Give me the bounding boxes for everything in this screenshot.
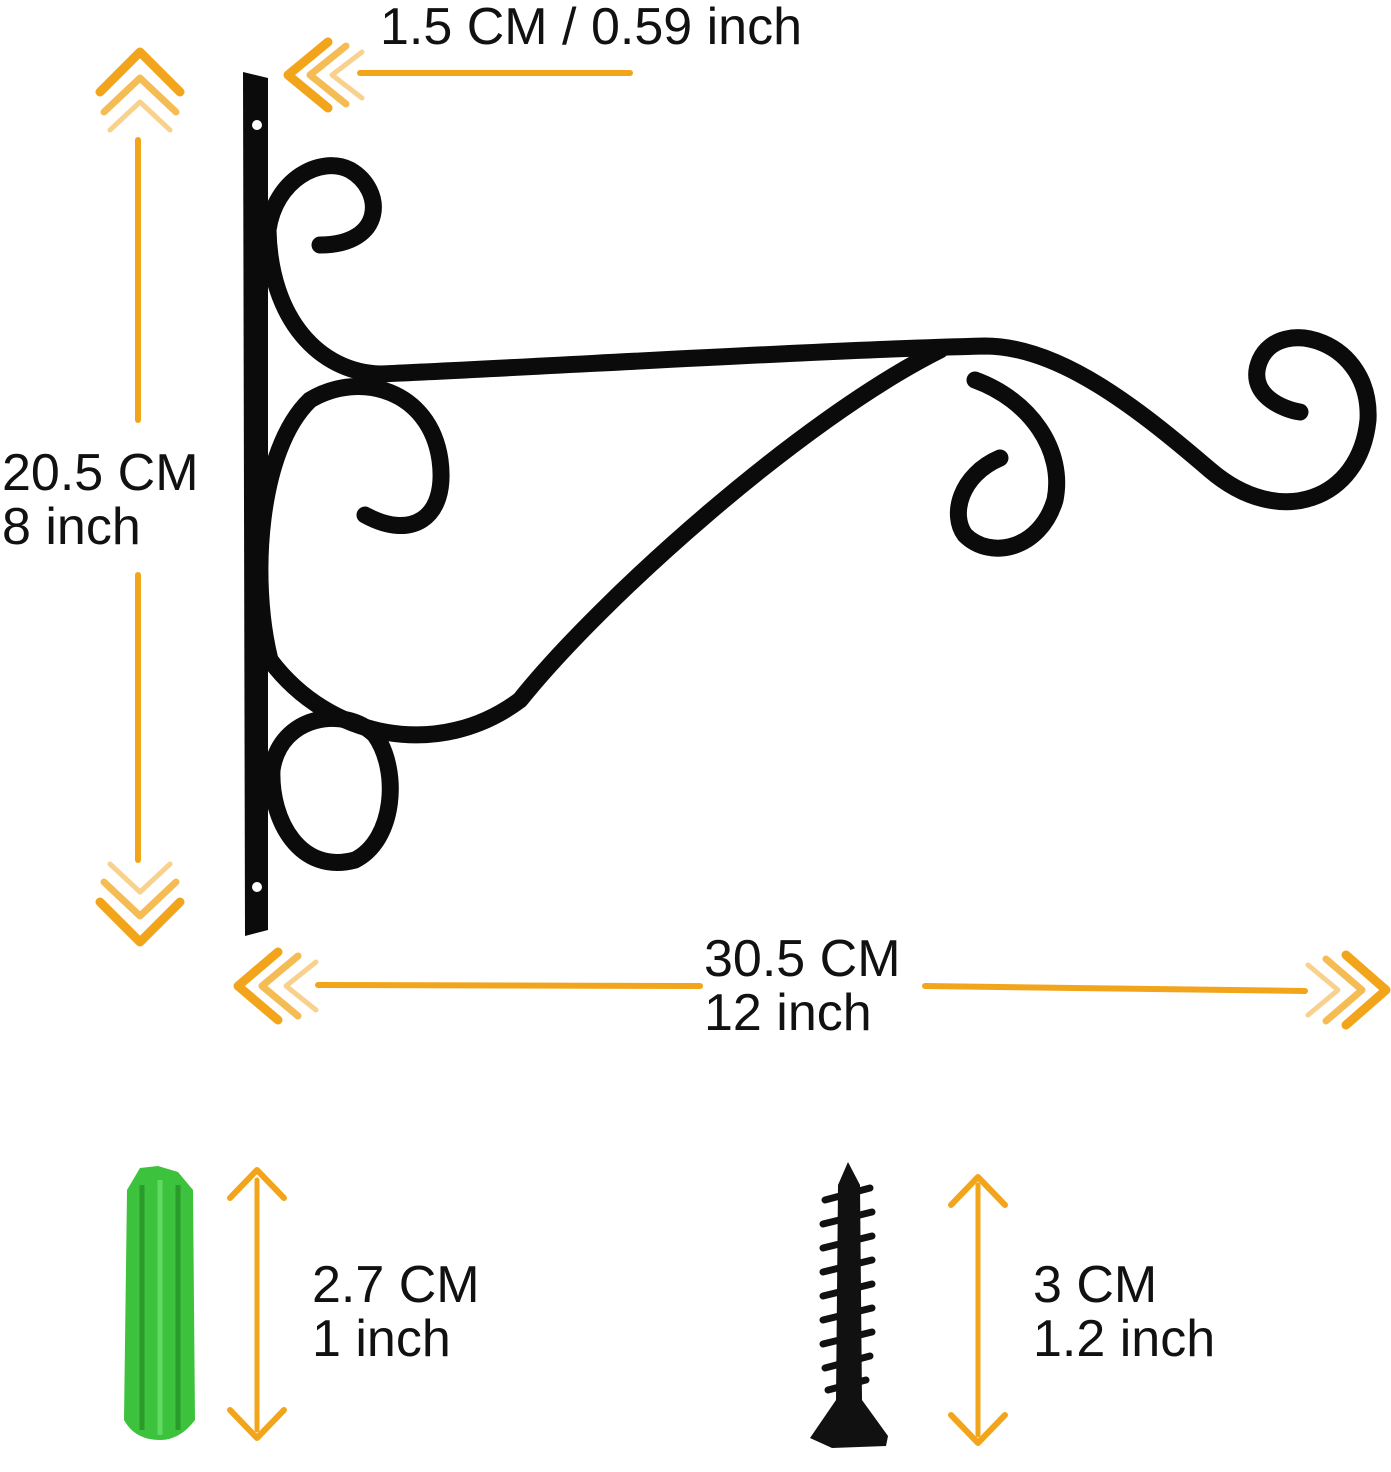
- width-in-text: 12 inch: [704, 984, 872, 1042]
- scroll-wall-bracket-icon: [243, 72, 1377, 936]
- screw-in-text: 1.2 inch: [1033, 1310, 1216, 1368]
- thickness-text: 1.5 CM / 0.59 inch: [380, 0, 802, 56]
- anchor-in-text: 1 inch: [312, 1310, 451, 1368]
- screw-arrow: [948, 1174, 1008, 1446]
- wall-anchor-icon: [124, 1166, 195, 1440]
- height-in-text: 8 inch: [2, 498, 141, 556]
- height-label: 20.5 CM 8 inch: [2, 446, 199, 554]
- height-cm-text: 20.5 CM: [2, 444, 199, 502]
- anchor-cm-text: 2.7 CM: [312, 1256, 480, 1314]
- width-label: 30.5 CM 12 inch: [704, 932, 901, 1040]
- width-arrow: [233, 947, 1391, 1030]
- anchor-arrow: [227, 1167, 287, 1441]
- thickness-arrow: [283, 37, 633, 113]
- screw-icon: [810, 1162, 888, 1448]
- anchor-label: 2.7 CM 1 inch: [312, 1258, 480, 1366]
- height-arrow: [95, 47, 185, 947]
- thickness-label: 1.5 CM / 0.59 inch: [380, 0, 802, 54]
- dimension-arrows: [95, 37, 1391, 1446]
- screw-label: 3 CM 1.2 inch: [1033, 1258, 1215, 1366]
- width-cm-text: 30.5 CM: [704, 930, 901, 988]
- screw-cm-text: 3 CM: [1033, 1256, 1158, 1314]
